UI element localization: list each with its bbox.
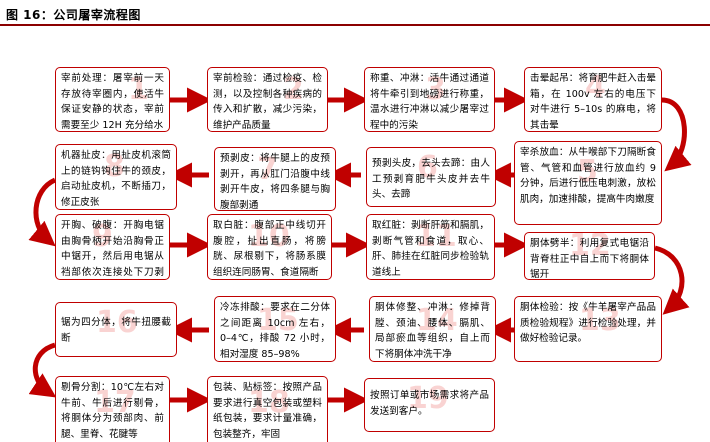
step-text: 锯为四分体，将牛扭腰截断 (61, 317, 171, 344)
step-2-box: 2 宰前检验：通过检疫、检测，以及控制各种疾病的传入和扩散，减少污染，维护产品质… (207, 67, 328, 132)
step-19-box: 19 按照订单或市场需求将产品发送到客户。 (364, 378, 495, 432)
step-text: 称重、冲淋：活牛通过通道将牛牵引到地磅进行称重，温水进行冲淋以减少屠宰过程中的污… (370, 73, 489, 131)
step-text: 预剥皮：将牛腿上的皮预剥开，再从肛门沿腹中线剥开牛皮，将四条腿与胸腹部剥通 (220, 153, 330, 211)
step-13-box: 13 胴体检验：按《牛羊屠宰产品品质检验规程》进行检验处理，并做好检验记录。 (514, 296, 662, 362)
step-text: 宰杀放血：从牛喉部下刀隔断食管、气管和血管进行放血约 9 分钟，后进行低压电刺激… (520, 147, 656, 205)
figure-title: 图 16：公司屠宰流程图 (6, 8, 141, 22)
step-11-box: 11 取红脏：剥断肝筋和膈肌，剥断气管和食道，取心、肝、肺挂在红脏同步检验轨道线… (366, 214, 495, 280)
step-text: 宰前检验：通过检疫、检测，以及控制各种疾病的传入和扩散，减少污染，维护产品质量 (213, 73, 322, 131)
step-17-box: 17 剔骨分割：10℃左右对牛前、牛后进行剔骨，将胴体分为颈部肉、前腿、里脊、花… (55, 376, 170, 442)
step-text: 击晕起吊：将育肥牛赶入击晕箱，在 100v 左右的电压下对牛进行 5–10s 的… (530, 73, 656, 131)
step-18-box: 18 包装、贴标签：按照产品要求进行真空包装或塑料纸包装，要求计量准确，包装整齐… (207, 376, 328, 442)
step-9-box: 9 开胸、破腹：开胸电锯由胸骨柄开始沿胸骨正中锯开，然后用电锯从裆部依次连接处下… (55, 214, 170, 280)
step-text: 开胸、破腹：开胸电锯由胸骨柄开始沿胸骨正中锯开，然后用电锯从裆部依次连接处下刀剥… (61, 220, 164, 278)
arrow-8-9 (28, 177, 57, 247)
step-10-box: 10 取白脏：腹部正中线切开腹腔，扯出直肠，将膀胱、尿根剔下，将肠系膜组织连同肠… (207, 214, 332, 280)
step-text: 取白脏：腹部正中线切开腹腔，扯出直肠，将膀胱、尿根剔下，将肠系膜组织连同肠胃、食… (213, 220, 326, 278)
step-5-box: 5 宰杀放血：从牛喉部下刀隔断食管、气管和血管进行放血约 9 分钟，后进行低压电… (514, 141, 662, 225)
step-text: 按照订单或市场需求将产品发送到客户。 (370, 390, 489, 417)
step-text: 包装、贴标签：按照产品要求进行真空包装或塑料纸包装，要求计量准确，包装整齐，牢固 (213, 382, 322, 440)
step-1-box: 1 宰前处理：屠宰前一天存放待宰圈内，使活牛保证安静的状态，宰前需要至少 12H… (55, 67, 170, 132)
step-text: 胴体检验：按《牛羊屠宰产品品质检验规程》进行检验处理，并做好检验记录。 (520, 302, 656, 344)
arrow-4-5 (661, 97, 692, 172)
step-text: 预剥头皮，去头去蹄：由人工预剥育肥牛头皮并去牛头、去蹄 (372, 158, 490, 200)
step-12-box: 12 胴体劈半：利用复式电锯沿背脊柱正中自上而下将胴体锯开 (524, 232, 655, 280)
arrow-16-17 (28, 342, 57, 398)
step-text: 机器扯皮：用扯皮机滚筒上的链钩钩住牛的颈皮，启动扯皮机，不断插刀，修正皮张 (61, 150, 171, 208)
arrow-12-13 (654, 245, 690, 315)
step-text: 胴体修整、冲淋：修掉背膛、颈油、腰体、膈肌、局部瘀血等组织，自上而下将胴体冲洗干… (375, 302, 490, 360)
step-text: 冷冻排酸：要求在二分体之间距离 10cm 左右，0–4℃，排酸 72 小时，相对… (220, 302, 330, 360)
step-14-box: 14 胴体修整、冲淋：修掉背膛、颈油、腰体、膈肌、局部瘀血等组织，自上而下将胴体… (369, 296, 496, 362)
step-3-box: 3 称重、冲淋：活牛通过通道将牛牵引到地磅进行称重，温水进行冲淋以减少屠宰过程中… (364, 67, 495, 132)
step-7-box: 7 预剥皮：将牛腿上的皮预剥开，再从肛门沿腹中线剥开牛皮，将四条腿与胸腹部剥通 (214, 147, 336, 211)
step-text: 剔骨分割：10℃左右对牛前、牛后进行剔骨，将胴体分为颈部肉、前腿、里脊、花腱等 (61, 382, 164, 440)
step-text: 宰前处理：屠宰前一天存放待宰圈内，使活牛保证安静的状态，宰前需要至少 12H 充… (61, 73, 164, 131)
step-8-box: 8 机器扯皮：用扯皮机滚筒上的链钩钩住牛的颈皮，启动扯皮机，不断插刀，修正皮张 (55, 144, 177, 210)
step-16-box: 16 锯为四分体，将牛扭腰截断 (55, 302, 177, 357)
step-15-box: 15 冷冻排酸：要求在二分体之间距离 10cm 左右，0–4℃，排酸 72 小时… (214, 296, 336, 362)
step-6-box: 6 预剥头皮，去头去蹄：由人工预剥育肥牛头皮并去牛头、去蹄 (366, 147, 496, 207)
step-4-box: 4 击晕起吊：将育肥牛赶入击晕箱，在 100v 左右的电压下对牛进行 5–10s… (524, 67, 662, 132)
title-divider (0, 24, 710, 26)
step-text: 取红脏：剥断肝筋和膈肌，剥断气管和食道，取心、肝、肺挂在红脏同步检验轨道线上 (372, 220, 489, 278)
step-text: 胴体劈半：利用复式电锯沿背脊柱正中自上而下将胴体锯开 (530, 238, 649, 280)
